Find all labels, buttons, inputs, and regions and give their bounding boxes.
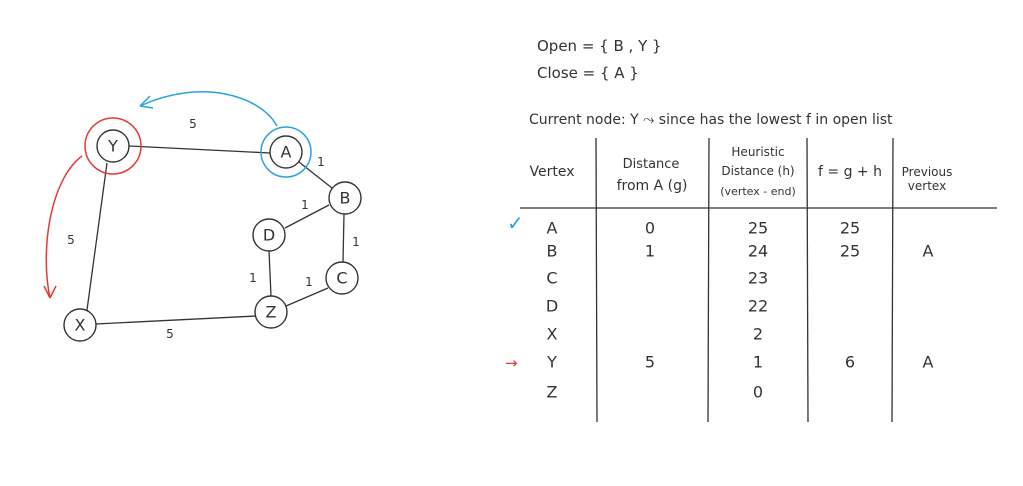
cell-h: 2 bbox=[753, 325, 763, 344]
edge-c-z bbox=[285, 287, 329, 307]
cell-vertex: D bbox=[546, 297, 558, 316]
svg-text:X: X bbox=[75, 316, 86, 335]
header-f: f = g + h bbox=[818, 164, 882, 180]
edge-y-x bbox=[86, 162, 108, 311]
table-row: A 0 25 25 bbox=[547, 219, 861, 238]
header-vertex: Vertex bbox=[529, 164, 574, 180]
blue-arrow-a-to-y bbox=[139, 91, 278, 127]
cell-h: 23 bbox=[748, 269, 768, 288]
graph: 5 1 1 1 1 1 5 5 Y A B D C Z X bbox=[43, 91, 362, 342]
cell-vertex: A bbox=[547, 219, 558, 238]
current-node-ring bbox=[84, 117, 142, 175]
weight-x-z: 5 bbox=[166, 327, 174, 341]
column-divider bbox=[595, 137, 598, 423]
cell-prev: A bbox=[923, 242, 934, 261]
node-z: Z bbox=[254, 295, 288, 329]
column-divider bbox=[707, 137, 710, 423]
table-row: Y 5 1 6 A bbox=[546, 353, 933, 372]
current-row-arrow-icon: → bbox=[505, 354, 518, 372]
current-node-note: Current node: Y ⤳ since has the lowest f… bbox=[529, 112, 893, 128]
weight-d-z: 1 bbox=[249, 271, 257, 285]
header-h-line2: Distance (h) bbox=[721, 164, 794, 178]
svg-text:Y: Y bbox=[107, 137, 118, 156]
weight-b-c: 1 bbox=[352, 235, 360, 249]
cell-vertex: C bbox=[546, 269, 557, 288]
cell-h: 24 bbox=[748, 242, 768, 261]
weight-b-d: 1 bbox=[301, 198, 309, 212]
table-row: C 23 bbox=[546, 269, 768, 288]
header-h-line1: Heuristic bbox=[731, 145, 784, 159]
edge-b-c bbox=[342, 213, 345, 263]
column-divider bbox=[891, 137, 894, 423]
cell-g: 1 bbox=[645, 242, 655, 261]
blue-arrowhead-icon bbox=[139, 95, 154, 109]
cell-vertex: X bbox=[547, 325, 558, 344]
svg-text:B: B bbox=[340, 189, 351, 208]
cell-h: 0 bbox=[753, 383, 763, 402]
weight-y-x: 5 bbox=[67, 233, 75, 247]
node-c: C bbox=[325, 261, 359, 295]
header-g-line1: Distance bbox=[623, 157, 680, 172]
header-h-line3: (vertex - end) bbox=[720, 185, 795, 198]
weight-a-b: 1 bbox=[317, 155, 325, 169]
edge-b-d bbox=[284, 204, 330, 229]
node-x: X bbox=[63, 308, 97, 342]
svg-text:Z: Z bbox=[266, 303, 277, 322]
cell-f: 6 bbox=[845, 353, 855, 372]
node-d: D bbox=[252, 218, 286, 252]
cell-vertex: Z bbox=[547, 383, 558, 402]
svg-text:A: A bbox=[281, 143, 292, 162]
node-a: A bbox=[269, 135, 303, 169]
header-prev-line1: Previous bbox=[902, 165, 953, 179]
cell-h: 22 bbox=[748, 297, 768, 316]
red-arrow-y-to-x bbox=[45, 155, 83, 299]
weight-y-a: 5 bbox=[189, 117, 197, 131]
cell-g: 5 bbox=[645, 353, 655, 372]
node-y: Y bbox=[96, 129, 130, 163]
header-prev-line2: vertex bbox=[908, 179, 946, 193]
table-row: B 1 24 25 A bbox=[547, 242, 934, 261]
edge-d-z bbox=[268, 250, 272, 297]
cell-f: 25 bbox=[840, 219, 860, 238]
astar-table: Vertex Distance from A (g) Heuristic Dis… bbox=[505, 137, 997, 423]
weight-c-z: 1 bbox=[305, 275, 313, 289]
cell-h: 1 bbox=[753, 353, 763, 372]
cell-vertex: B bbox=[547, 242, 558, 261]
table-row: D 22 bbox=[546, 297, 768, 316]
svg-text:D: D bbox=[263, 226, 275, 245]
start-node-ring bbox=[260, 126, 312, 178]
red-arrowhead-icon bbox=[43, 285, 57, 299]
cell-prev: A bbox=[923, 353, 934, 372]
close-list: Close = { A } bbox=[537, 64, 639, 82]
cell-h: 25 bbox=[748, 219, 768, 238]
edge-x-z bbox=[95, 315, 257, 325]
check-mark-icon: ✓ bbox=[507, 211, 524, 235]
cell-g: 0 bbox=[645, 219, 655, 238]
node-b: B bbox=[328, 181, 362, 215]
cell-f: 25 bbox=[840, 242, 860, 261]
svg-text:C: C bbox=[336, 269, 347, 288]
column-divider bbox=[806, 137, 809, 423]
header-g-line2: from A (g) bbox=[617, 178, 688, 194]
edge-y-a bbox=[128, 145, 271, 154]
cell-vertex: Y bbox=[546, 353, 557, 372]
open-list: Open = { B , Y } bbox=[537, 37, 662, 55]
edge-a-b bbox=[298, 161, 333, 189]
